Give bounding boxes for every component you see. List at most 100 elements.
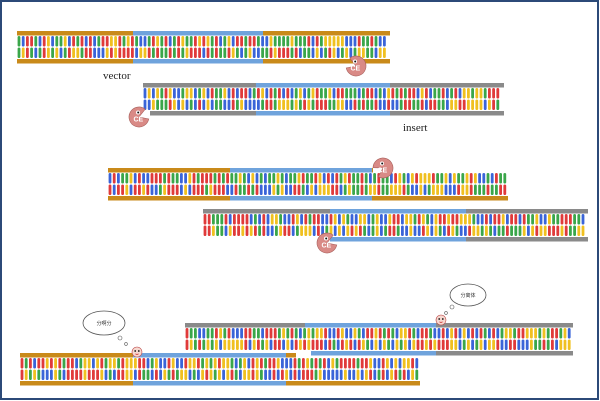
base: [219, 36, 222, 47]
base: [321, 214, 324, 225]
base: [492, 88, 495, 99]
base: [272, 358, 276, 369]
base: [398, 369, 402, 380]
base: [286, 88, 290, 99]
base: [281, 358, 284, 369]
base: [291, 225, 295, 236]
base: [329, 214, 333, 225]
base: [360, 369, 364, 380]
base: [189, 47, 193, 58]
base: [244, 47, 248, 58]
base: [404, 328, 407, 339]
base: [265, 99, 269, 110]
base: [30, 47, 33, 58]
backbone-highlight: [330, 237, 466, 242]
base: [247, 369, 251, 380]
base: [378, 36, 382, 47]
base: [255, 358, 259, 369]
base: [556, 225, 560, 236]
base: [324, 328, 327, 339]
base: [97, 47, 101, 58]
base: [20, 369, 24, 380]
backbone: [311, 351, 573, 356]
base: [307, 328, 311, 339]
base: [563, 328, 567, 339]
base: [223, 339, 227, 350]
base: [426, 214, 429, 225]
base: [341, 328, 344, 339]
base: [50, 369, 53, 380]
base: [159, 184, 162, 195]
base: [488, 88, 491, 99]
base: [100, 358, 104, 369]
base: [236, 36, 239, 47]
base: [341, 99, 344, 110]
base: [273, 36, 277, 47]
base: [344, 369, 347, 380]
base: [146, 369, 150, 380]
base: [349, 328, 353, 339]
base: [420, 88, 424, 99]
base: [398, 173, 402, 184]
base: [198, 88, 201, 99]
base: [230, 173, 234, 184]
base: [290, 339, 294, 350]
base: [359, 214, 362, 225]
base: [381, 184, 385, 195]
base: [245, 225, 249, 236]
base: [210, 339, 214, 350]
base: [302, 369, 305, 380]
base: [341, 47, 344, 58]
base: [278, 88, 281, 99]
base: [244, 339, 248, 350]
base: [556, 214, 560, 225]
vector-duplex: [17, 31, 390, 64]
base: [535, 214, 539, 225]
base: [474, 184, 477, 195]
base: [422, 225, 425, 236]
base: [304, 214, 308, 225]
base: [34, 36, 38, 47]
base: [333, 225, 337, 236]
base: [446, 99, 449, 110]
base: [251, 369, 255, 380]
base: [546, 328, 550, 339]
base: [450, 88, 453, 99]
base: [210, 36, 214, 47]
base: [356, 358, 360, 369]
base: [569, 214, 572, 225]
base: [299, 36, 302, 47]
base: [138, 173, 141, 184]
base: [285, 358, 288, 369]
base: [307, 339, 311, 350]
base: [472, 214, 476, 225]
base: [217, 184, 221, 195]
base: [394, 369, 398, 380]
base: [366, 328, 369, 339]
base: [495, 184, 498, 195]
base: [443, 225, 446, 236]
base: [155, 369, 158, 380]
base: [219, 99, 222, 110]
base: [425, 339, 428, 350]
base: [490, 173, 494, 184]
base: [468, 214, 471, 225]
base: [441, 328, 445, 339]
base: [499, 173, 502, 184]
base: [325, 214, 329, 225]
base: [395, 339, 399, 350]
base: [387, 99, 390, 110]
base: [259, 173, 263, 184]
base: [264, 369, 267, 380]
base: [357, 88, 361, 99]
base: [548, 225, 551, 236]
base: [87, 358, 91, 369]
base: [173, 36, 176, 47]
base: [62, 358, 66, 369]
base: [180, 184, 183, 195]
base: [202, 339, 206, 350]
base: [206, 88, 210, 99]
vector-label: vector: [103, 70, 131, 82]
base: [223, 47, 227, 58]
base: [142, 173, 145, 184]
